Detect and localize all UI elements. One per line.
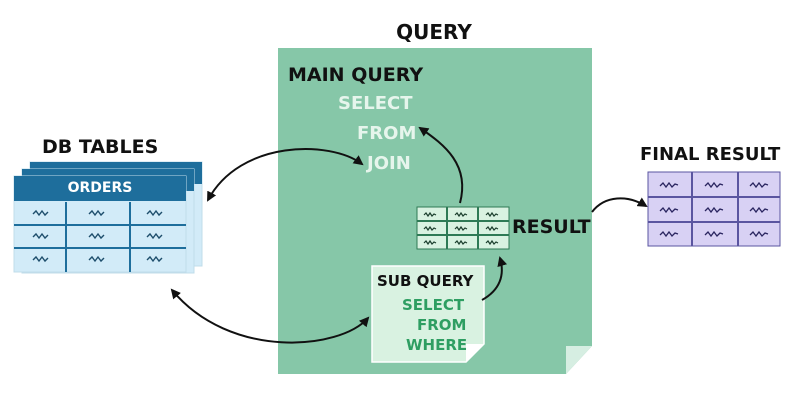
orders-table-name: ORDERS [67,180,133,196]
orders-table-header [14,176,186,201]
db-tables-stack [13,161,203,274]
query-panel-fold [566,346,592,374]
sub-query-card-fold [466,344,484,362]
arrow-db-to-subquery [170,288,370,344]
final-result-grid [647,171,781,247]
orders-table [13,175,187,273]
sub-query-select-keyword: SELECT [402,296,465,314]
db-tables-title: DB TABLES [42,136,159,158]
intermediate-result-grid [416,206,510,250]
arrow-result-to-main-query [418,126,464,204]
query-title: QUERY [396,20,472,44]
arrow-result-to-final [591,197,648,213]
arrow-subquery-to-result [481,256,508,301]
intermediate-result-label: RESULT [512,216,591,238]
main-query-from-keyword: FROM [357,123,417,144]
sub-query-card [371,265,485,363]
main-query-title: MAIN QUERY [288,64,424,86]
main-query-select-keyword: SELECT [338,93,413,114]
final-result-title: FINAL RESULT [640,144,781,165]
sub-query-where-keyword: WHERE [406,336,468,354]
sub-query-from-keyword: FROM [417,316,467,334]
sub-query-title: SUB QUERY [377,272,474,290]
main-query-join-keyword: JOIN [367,153,411,174]
arrow-db-to-join [207,148,364,202]
